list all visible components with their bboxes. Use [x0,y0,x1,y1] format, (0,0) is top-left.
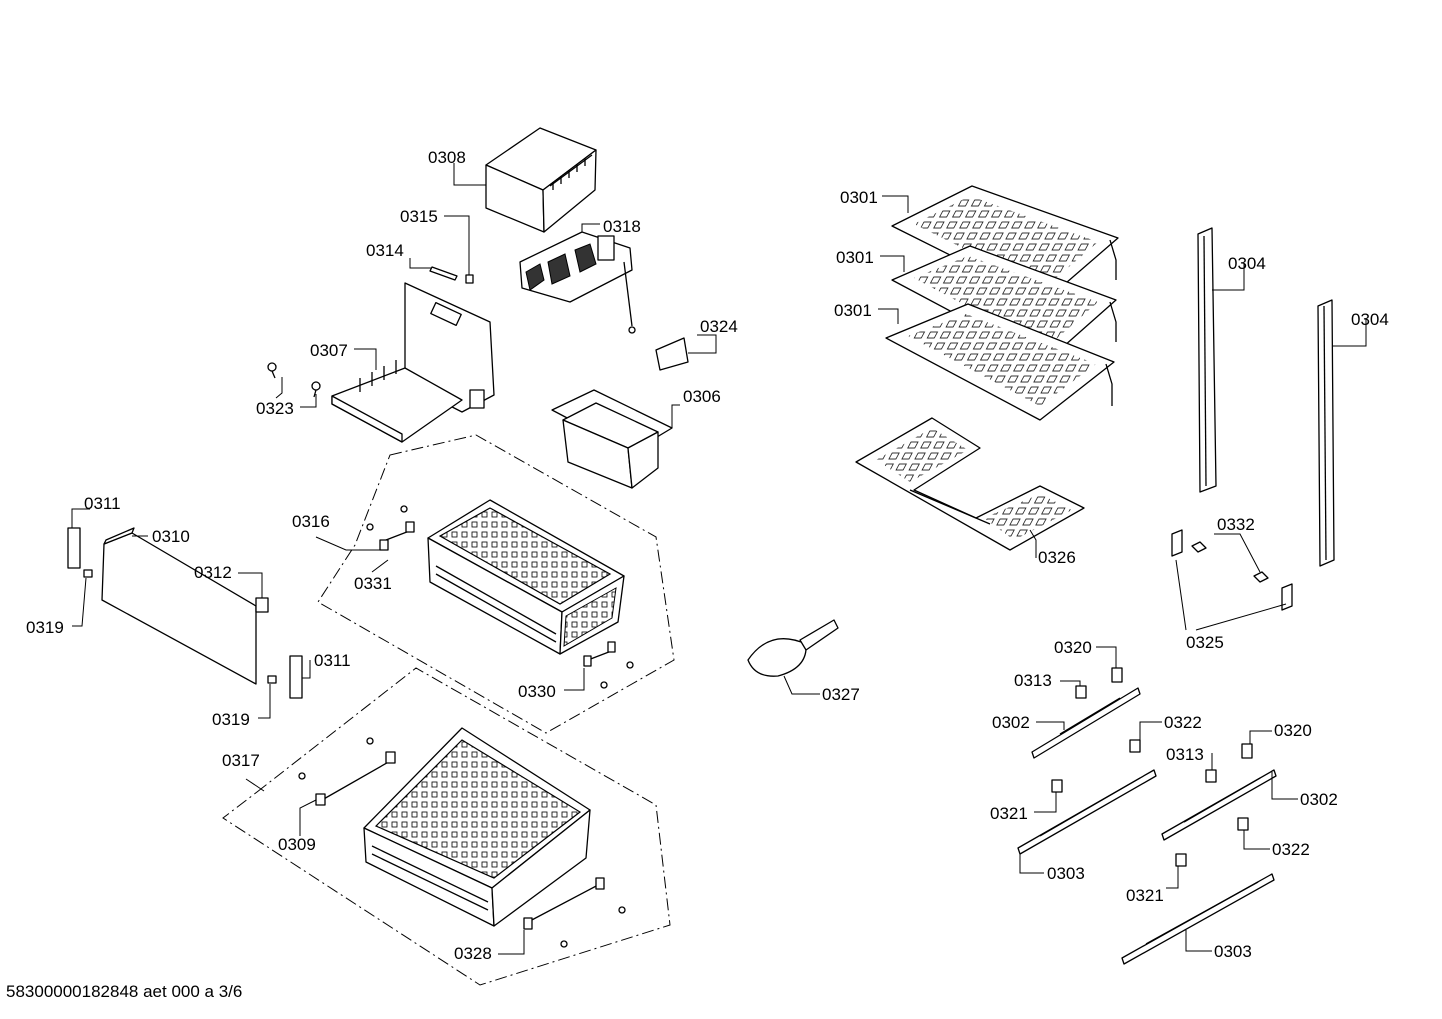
part-0304-rail-left [1197,227,1217,493]
part-0303-slide-a [1017,769,1157,855]
label-0326: 0326 [1038,548,1076,567]
label-0318: 0318 [603,217,641,236]
part-0304-rail-right [1317,299,1335,567]
label-0311-a: 0311 [84,494,121,513]
label-0316: 0316 [292,512,330,531]
label-0328: 0328 [454,944,492,963]
label-0313-a: 0313 [1014,671,1052,690]
part-0326-split-shelf [855,417,1085,551]
part-0306-tray [551,389,673,489]
part-0332-pads [1191,541,1269,583]
part-small-clips [1051,667,1253,867]
part-0331-hinge-set [366,505,415,551]
label-0310: 0310 [152,527,190,546]
label-0309: 0309 [278,835,316,854]
part-0307-bracket [331,282,495,443]
part-0302-slide-a [1031,687,1141,759]
part-0317-basket [363,727,591,927]
label-0303-a: 0303 [1047,864,1085,883]
label-0331: 0331 [354,574,392,593]
group-outline-0317 [222,667,671,986]
label-0301-a: 0301 [840,188,878,207]
label-0304-a: 0304 [1228,254,1266,273]
part-0302-slide-b [1161,769,1277,841]
label-0320-b: 0320 [1274,721,1312,740]
part-0325-brackets [1171,529,1293,611]
part-0318-ice-maker [519,231,636,334]
label-0325: 0325 [1186,633,1224,652]
label-0301-b: 0301 [836,248,874,267]
label-0323: 0323 [256,399,294,418]
part-0327-scoop [747,619,839,677]
label-0311-b: 0311 [314,651,351,670]
group-outline-0316 [317,434,675,734]
label-0315: 0315 [400,207,438,226]
label-0312: 0312 [194,563,232,582]
label-0314: 0314 [366,241,404,260]
leader-lines [71,163,1367,955]
part-0311-clips [67,527,303,699]
label-0320-a: 0320 [1054,638,1092,657]
part-0316-basket [427,499,625,655]
label-0330: 0330 [518,682,556,701]
part-0303-slide-b [1121,873,1275,965]
label-0321-b: 0321 [1126,886,1164,905]
label-0317: 0317 [222,751,260,770]
label-0308: 0308 [428,148,466,167]
document-footer-code: 58300000182848 aet 000 a 3/6 [6,982,242,1001]
label-0302-a: 0302 [992,713,1030,732]
part-0310-front-panel [101,527,257,685]
label-0327: 0327 [822,685,860,704]
part-0315-clip [465,274,474,284]
label-0332: 0332 [1217,515,1255,534]
part-0328-runner-set [523,877,626,948]
label-0319-a: 0319 [26,618,64,637]
part-0301-shelf-low [885,303,1115,421]
label-0319-b: 0319 [212,710,250,729]
callout-labels: 0308 0315 0314 0318 0307 0323 0324 0306 … [26,148,1389,963]
part-0319-caps [83,569,277,684]
label-0307: 0307 [310,341,348,360]
part-0324-block [655,337,689,371]
part-0323-screws [267,362,321,398]
part-0309-hinge-set [298,737,396,806]
label-0304-b: 0304 [1351,310,1389,329]
label-0313-b: 0313 [1166,745,1204,764]
label-0322-b: 0322 [1272,840,1310,859]
part-0308-ice-bucket [485,127,597,233]
part-0330-runner-set [583,641,634,689]
label-0321-a: 0321 [990,804,1028,823]
part-0314-rod [429,266,458,281]
label-0322-a: 0322 [1164,713,1202,732]
label-0301-c: 0301 [834,301,872,320]
label-0303-b: 0303 [1214,942,1252,961]
part-0312-clip [255,597,269,613]
label-0302-b: 0302 [1300,790,1338,809]
label-0306: 0306 [683,387,721,406]
label-0324: 0324 [700,317,738,336]
